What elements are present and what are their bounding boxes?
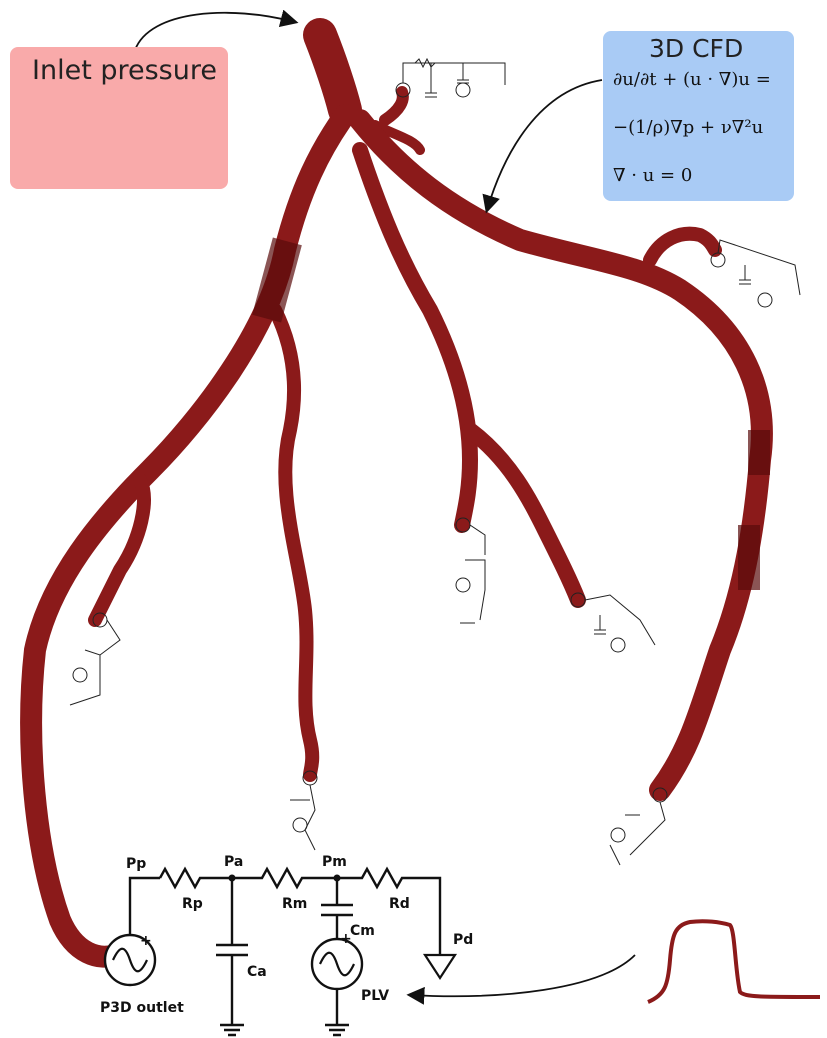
label-rp: Rp	[182, 896, 203, 912]
inlet-pressure-box: Inlet pressure	[10, 47, 228, 189]
cfd-title: 3D CFD	[649, 34, 743, 63]
label-rd: Rd	[389, 896, 410, 912]
vessel-right	[360, 120, 762, 790]
inlet-pressure-title: Inlet pressure	[32, 55, 217, 86]
continuity-equation: ∇ · u = 0	[613, 165, 692, 186]
label-pp: Pp	[126, 856, 146, 872]
label-pd: Pd	[453, 932, 473, 948]
cfd-box: 3D CFD ∂u/∂t + (u · ∇)u = −(1/ρ)∇p + ν∇²…	[603, 31, 794, 201]
label-rm: Rm	[282, 896, 307, 912]
vessel-mid-left	[275, 310, 312, 775]
navier-stokes-momentum-line2: −(1/ρ)∇p + ν∇²u	[613, 117, 763, 138]
vessel-middle-side	[470, 430, 578, 600]
vessel-right-upper	[650, 234, 715, 260]
svg-text:+: +	[140, 933, 152, 949]
lv-pressure-curve	[648, 921, 820, 1002]
inlet-arrow	[135, 13, 295, 50]
vessel-trunk	[320, 35, 345, 110]
label-pm: Pm	[322, 854, 347, 870]
label-pa: Pa	[224, 854, 243, 870]
label-ca: Ca	[247, 964, 267, 980]
label-cm: Cm	[350, 923, 375, 939]
navier-stokes-momentum-line1: ∂u/∂t + (u · ∇)u =	[613, 69, 771, 90]
cfd-arrow	[487, 80, 602, 210]
label-plv: PLV	[361, 988, 389, 1004]
label-p3d-outlet: P3D outlet	[100, 1000, 184, 1016]
